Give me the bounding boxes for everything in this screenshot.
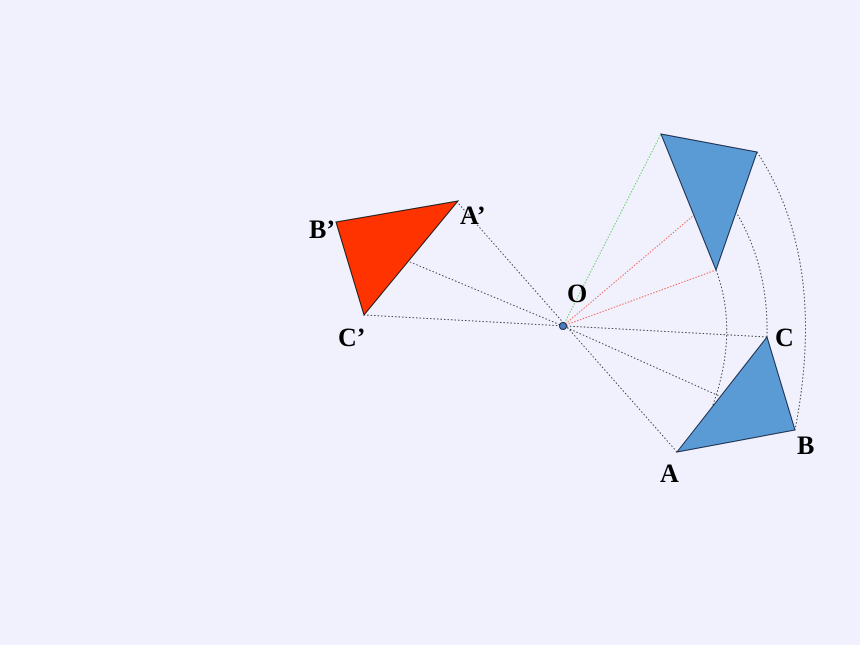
guide-line-a-to-a-prime	[457, 202, 678, 453]
triangle-intermediate	[660, 133, 758, 272]
triangle-a-prime-b-prime-c-prime	[335, 200, 460, 317]
label-a: A	[660, 459, 679, 488]
label-c: C	[775, 323, 794, 352]
ray-red-lower	[562, 269, 717, 327]
label-c-prime: C’	[338, 323, 365, 352]
label-a-prime: A’	[460, 201, 486, 230]
guide-line-c-to-c-prime	[363, 314, 768, 338]
label-b: B	[797, 431, 814, 460]
label-b-prime: B’	[309, 215, 335, 244]
center-point-o	[559, 322, 567, 330]
triangle-abc	[675, 335, 796, 453]
label-o: O	[567, 279, 587, 308]
